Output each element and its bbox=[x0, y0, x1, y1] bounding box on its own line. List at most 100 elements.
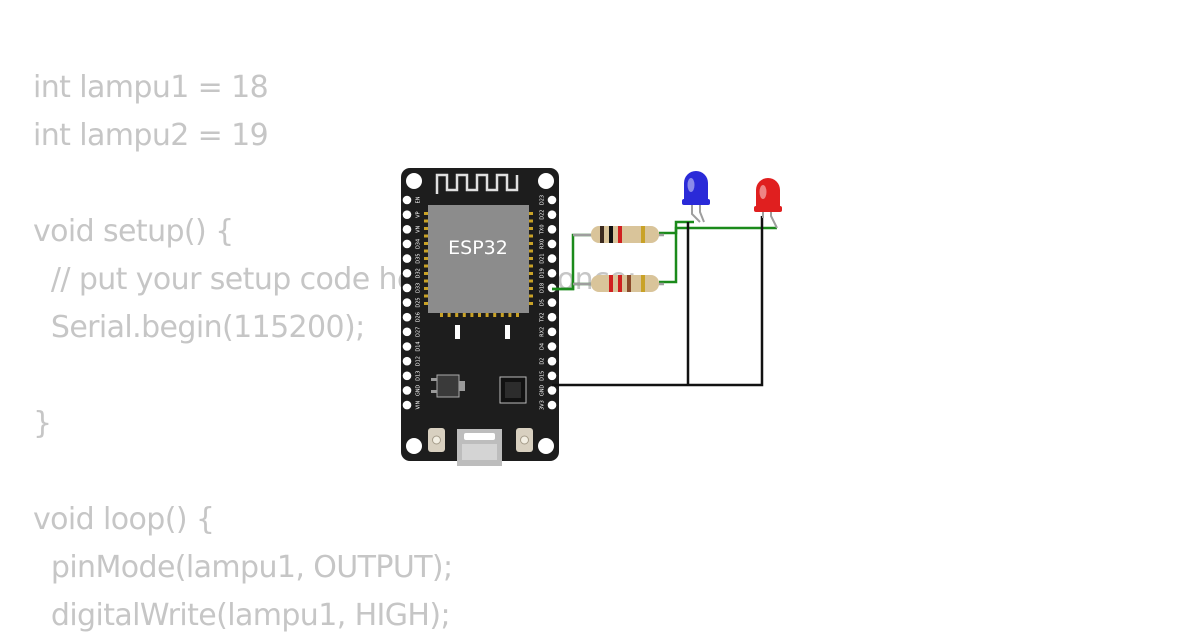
regulator-pin bbox=[431, 390, 437, 393]
module-pad bbox=[470, 312, 474, 317]
module-pad bbox=[508, 312, 512, 317]
en-button[interactable] bbox=[428, 428, 445, 452]
module-pads bbox=[424, 212, 533, 339]
pin-label: TX2 bbox=[540, 312, 546, 323]
pin-vn[interactable] bbox=[402, 225, 412, 234]
pin-label: D35 bbox=[416, 253, 422, 263]
pin-label: D22 bbox=[540, 210, 546, 220]
module-pad bbox=[424, 219, 429, 223]
pin-label: D34 bbox=[416, 239, 422, 249]
pin-label: GND bbox=[416, 385, 422, 397]
pin-vp[interactable] bbox=[402, 210, 412, 219]
module-pad bbox=[424, 264, 429, 268]
voltage-regulator bbox=[436, 374, 460, 398]
pin-label: D21 bbox=[540, 253, 546, 263]
pin-label: RX2 bbox=[540, 327, 546, 337]
pin-d15[interactable] bbox=[547, 371, 557, 381]
wiring bbox=[552, 216, 777, 387]
pin-label: D25 bbox=[416, 297, 422, 307]
pin-label: GND bbox=[540, 385, 546, 397]
pin-d21[interactable] bbox=[547, 254, 557, 263]
regulator-tab bbox=[459, 381, 465, 391]
pin-d25[interactable] bbox=[402, 298, 412, 307]
pin-d19[interactable] bbox=[547, 268, 557, 278]
pin-gnd[interactable] bbox=[402, 386, 412, 395]
module-pad bbox=[528, 272, 533, 275]
pin-gnd[interactable] bbox=[547, 386, 557, 395]
pin-label: D14 bbox=[416, 341, 422, 351]
wifi-antenna bbox=[435, 173, 519, 194]
pin-label: 3V3 bbox=[540, 400, 546, 410]
resistor-1[interactable] bbox=[573, 226, 664, 243]
module-pad bbox=[485, 312, 489, 317]
pin-label: VN bbox=[416, 225, 422, 232]
module-pad bbox=[424, 249, 429, 253]
ground-wire bbox=[552, 216, 764, 387]
module-pad bbox=[500, 312, 504, 317]
module-pad bbox=[424, 242, 429, 245]
pin-d22[interactable] bbox=[547, 210, 557, 219]
pin-label: D12 bbox=[416, 356, 422, 366]
module-pin bbox=[455, 325, 460, 339]
module-pad bbox=[424, 302, 429, 305]
esp32-board[interactable]: ESP32 ENVPVND34D35D32D33D25D26D27D14D12D… bbox=[401, 168, 559, 466]
pin-label: D13 bbox=[416, 371, 422, 381]
pin-d12[interactable] bbox=[402, 356, 412, 366]
pin-tx0[interactable] bbox=[547, 225, 557, 234]
pin-label: VP bbox=[416, 211, 422, 217]
module-pad bbox=[528, 212, 533, 215]
pin-rx2[interactable] bbox=[547, 327, 557, 337]
pin-label: D23 bbox=[540, 195, 546, 205]
pin-d26[interactable] bbox=[402, 312, 412, 322]
module-pad bbox=[528, 234, 533, 238]
pin-tx2[interactable] bbox=[547, 312, 557, 322]
pin-d2[interactable] bbox=[547, 356, 557, 366]
module-pad bbox=[455, 312, 459, 317]
pin-d33[interactable] bbox=[402, 283, 412, 293]
module-pad bbox=[528, 242, 533, 245]
pin-d35[interactable] bbox=[402, 254, 412, 263]
pin-label: RX0 bbox=[540, 239, 546, 249]
resistor-2[interactable] bbox=[573, 275, 664, 292]
pin-en[interactable] bbox=[402, 195, 412, 205]
module-pad bbox=[528, 287, 533, 290]
boot-button[interactable] bbox=[516, 428, 533, 452]
pin-d14[interactable] bbox=[402, 342, 412, 351]
esp32-module bbox=[428, 205, 529, 313]
pin-label: D5 bbox=[540, 299, 546, 306]
module-pad bbox=[528, 257, 533, 260]
led-red[interactable] bbox=[754, 178, 782, 229]
pin-d27[interactable] bbox=[402, 327, 412, 337]
regulator-pin bbox=[431, 378, 437, 381]
pin-rx0[interactable] bbox=[547, 239, 557, 249]
usb-port bbox=[457, 429, 502, 466]
pin-d5[interactable] bbox=[547, 298, 557, 307]
pin-d32[interactable] bbox=[402, 268, 412, 278]
module-pad bbox=[424, 234, 429, 238]
pin-d13[interactable] bbox=[402, 371, 412, 381]
pin-label: D15 bbox=[540, 371, 546, 381]
pin-d34[interactable] bbox=[402, 239, 412, 249]
pin-3v3[interactable] bbox=[547, 400, 557, 410]
pin-label: D2 bbox=[540, 358, 546, 365]
module-pad bbox=[424, 279, 429, 283]
led-blue[interactable] bbox=[682, 171, 710, 223]
module-pad bbox=[528, 302, 533, 305]
pin-vin[interactable] bbox=[402, 400, 412, 410]
module-pad bbox=[528, 294, 533, 298]
uart-chip-center bbox=[505, 382, 521, 398]
module-pad bbox=[424, 294, 429, 298]
mounting-hole bbox=[406, 438, 422, 454]
module-pad bbox=[516, 312, 519, 317]
module-pad bbox=[478, 312, 481, 317]
module-pad bbox=[424, 212, 429, 215]
left-pin-header: ENVPVND34D35D32D33D25D26D27D14D12D13GNDV… bbox=[402, 195, 422, 410]
pin-d23[interactable] bbox=[547, 195, 557, 205]
module-pad bbox=[528, 227, 533, 230]
mounting-hole bbox=[406, 173, 422, 189]
pin-d4[interactable] bbox=[547, 342, 557, 351]
led-wire-red bbox=[659, 226, 777, 284]
pin-label: D4 bbox=[540, 343, 546, 350]
pin-label: D26 bbox=[416, 312, 422, 322]
module-pad bbox=[528, 219, 533, 223]
